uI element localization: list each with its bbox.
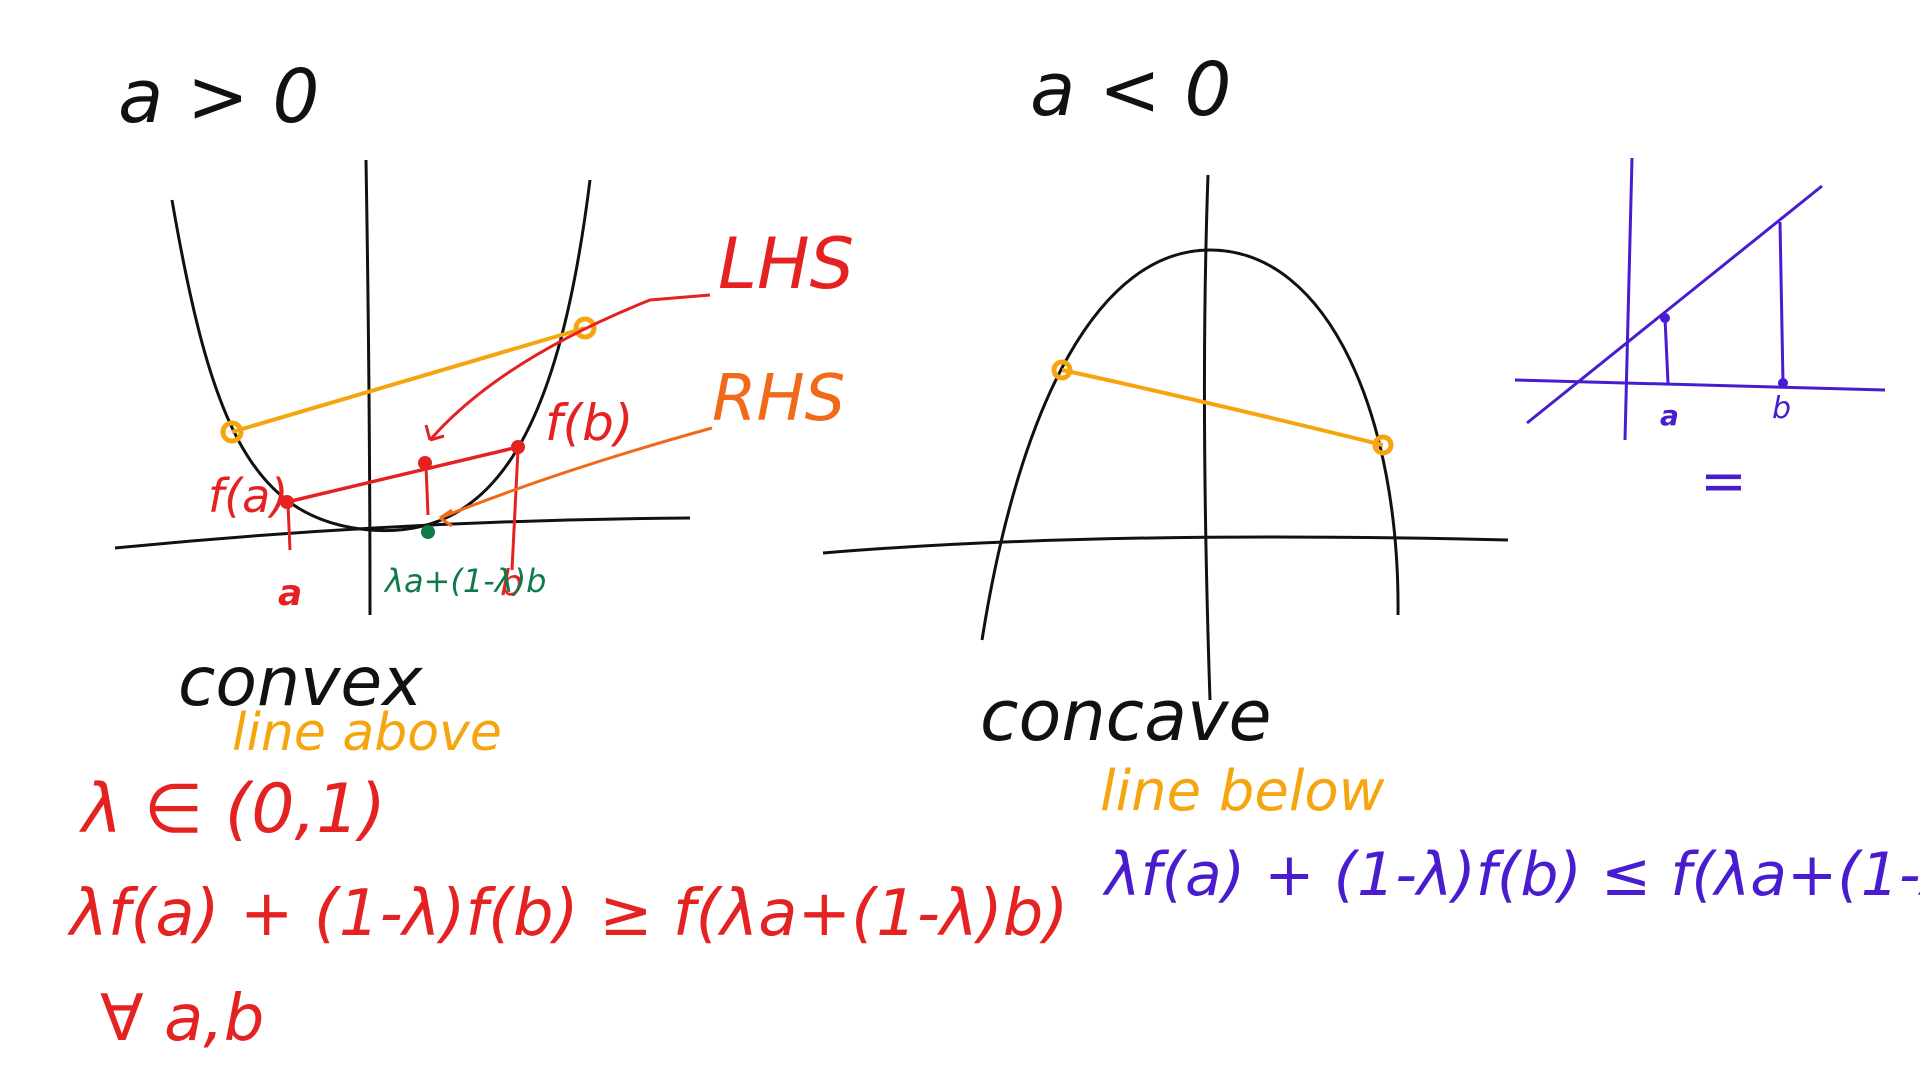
lhs-label: LHS [718,223,854,305]
lhs-arrow [428,293,711,441]
concave-y-axis [1202,174,1212,701]
concave-inequality: λf(a) + (1-λ)f(b) ≤ f(λa+(1-λ)b) [1102,840,1920,910]
inset-b-drop [1778,221,1785,384]
convex-chord-point-left [220,420,244,444]
inset-line [1526,184,1823,425]
inset-b-point [1778,378,1788,388]
convex-inequality: λf(a) + (1-λ)f(b) ≥ f(λa+(1-λ)b) [67,877,1068,951]
concave-chord-point-left [1051,359,1073,381]
a-drop-line [286,504,292,551]
convex-chord-point-right [573,316,597,340]
concave-parabola [980,248,1400,641]
convex-parabola [170,179,592,533]
line-above-label: line above [232,703,502,763]
inset-x-axis [1514,378,1886,392]
convex-panel: a > 0 LHS RHS f(b) f(a) a b λa+(1 [67,54,1068,1056]
concave-title: a < 0 [1030,47,1231,133]
convex-orange-chord [231,326,586,434]
a-label: a [278,573,302,614]
convex-y-axis [364,159,372,616]
fa-label: f(a) [208,469,288,523]
convex-x-axis [114,516,691,550]
inset-equals: = [1700,449,1747,514]
fa-point [280,495,294,509]
line-below-label: line below [1100,759,1385,824]
lhs-arrow-head [424,424,445,442]
inset-fa-point [1660,313,1670,323]
inset-a-drop [1663,317,1670,384]
inset-y-axis [1623,157,1634,441]
concave-panel: a < 0 concave line below λf(a) + (1-λ)f(… [822,47,1920,910]
b-drop-line [510,449,520,571]
lambda-range: λ ∈ (0,1) [79,770,386,849]
mid-label: λa+(1-λ)b [383,562,546,600]
fb-label: f(b) [545,394,633,452]
rhs-label: RHS [712,362,845,436]
for-all-ab: ∀ a,b [100,982,264,1056]
linear-inset: a b = [1514,157,1886,514]
inset-a-label: a [1660,399,1679,432]
chord-mid-point [418,456,432,470]
convex-label: convex [178,643,423,722]
concave-x-axis [822,535,1509,555]
inset-b-label: b [1772,391,1791,426]
concave-chord-point-right [1372,434,1394,456]
b-label: b [500,563,523,604]
fb-point [511,440,525,454]
mid-drop-line [424,465,430,516]
concave-orange-chord [1061,368,1384,447]
convex-red-chord [286,445,519,504]
convex-curve-mid-point [421,525,435,539]
convex-title: a > 0 [118,54,319,140]
rhs-arrow-head [439,508,453,528]
rhs-arrow [439,426,713,520]
concave-label: concave [980,675,1272,757]
